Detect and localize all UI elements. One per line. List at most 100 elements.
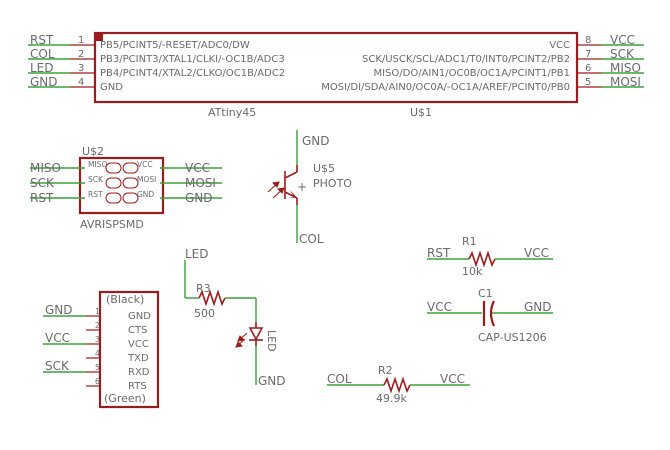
avrisp-part: U$2 MISO SCK RST VCC MOSI GND MISO SCK R… [30, 145, 222, 231]
r3-led-part: LED R3 500 LED GND [184, 247, 286, 388]
pin-number: 5 [585, 77, 591, 88]
pin-name: VCC [549, 40, 570, 51]
phototransistor-part: GND COL + U$5 PHOTO [267, 130, 352, 246]
attiny45-body [93, 31, 579, 104]
net-label: VCC [610, 33, 635, 47]
capacitor-curved-plate [489, 300, 496, 327]
c1-part: C1 VCC GND CAP-US1206 [427, 287, 553, 344]
led-diode-icon [248, 327, 264, 341]
pin-name: PB4/PCINT4/XTAL2/CLKO/OC1B/ADC2 [100, 68, 285, 79]
pin-number: 3 [78, 63, 84, 74]
pin-number: 6 [95, 377, 100, 386]
part-ref: U$5 [313, 162, 335, 175]
pin-name: MOSI/DI/SDA/AIN0/OC0A/-OC1A/AREF/PCINT0/… [321, 82, 570, 93]
attiny45-part: RST COL LED GND 1 2 3 4 PB5/PCINT5/-RESE… [28, 31, 644, 119]
avrisp-body [78, 156, 165, 215]
net-label: LED [30, 61, 54, 75]
pin-name: VCC [128, 339, 149, 350]
part-ref: U$1 [410, 106, 432, 119]
part-ref: C1 [478, 287, 493, 300]
net-label: MISO [30, 161, 61, 175]
net-label: RST [427, 246, 451, 260]
net-label: GND [45, 303, 73, 317]
attiny45-left-pins: RST COL LED GND 1 2 3 4 PB5/PCINT5/-RESE… [28, 33, 285, 93]
part-ref: R1 [462, 235, 477, 248]
net-label: GND [302, 134, 330, 148]
light-arrows-icon [267, 181, 285, 199]
pin-name: GND [128, 311, 151, 322]
net-label: MOSI [185, 176, 216, 190]
ftdi-bottom-label: (Green) [104, 392, 146, 405]
pin1-marker [95, 33, 103, 41]
pin-number: 4 [78, 77, 84, 88]
emitter-arrow-icon [288, 190, 297, 198]
part-ref: U$2 [82, 145, 104, 158]
part-value: PHOTO [313, 177, 352, 190]
net-label: GND [185, 191, 213, 205]
net-label: RST [30, 33, 54, 47]
pin-number: 3 [95, 335, 100, 344]
net-label: VCC [427, 300, 452, 314]
part-value: AVRISPSMD [80, 218, 144, 231]
r1-part: R1 RST VCC 10k [427, 235, 553, 278]
resistor-zigzag [468, 250, 496, 268]
pin-name: RTS [128, 381, 147, 392]
net-label: LED [185, 247, 209, 261]
net-label: SCK [45, 359, 70, 373]
ftdi-top-label: (Black) [106, 293, 144, 306]
net-label: VCC [440, 372, 465, 386]
net-label: VCC [185, 161, 210, 175]
pin-number: 2 [95, 321, 100, 330]
net-label: MOSI [610, 75, 641, 89]
attiny45-right-pins: VCC SCK MISO MOSI 8 7 6 5 VCC SCK/USCK/S… [321, 33, 644, 93]
pin-name: TXD [127, 353, 149, 364]
resistor-zigzag [198, 289, 226, 307]
pad-name: VCC [137, 160, 153, 169]
pin-number: 1 [95, 307, 100, 316]
pad-name: GND [137, 190, 154, 199]
net-label: VCC [45, 331, 70, 345]
net-label: COL [30, 47, 55, 61]
r2-part: R2 COL VCC 49.9k [327, 364, 470, 405]
part-value: CAP-US1206 [478, 331, 547, 344]
pin-name: PB5/PCINT5/-RESET/ADC0/DW [100, 40, 250, 51]
pin-name: CTS [128, 325, 147, 336]
led-label: LED [265, 330, 278, 352]
pad-name: RST [88, 190, 103, 199]
avrisp-pads [105, 162, 139, 204]
ftdi-pin-lines [43, 315, 100, 387]
net-label: VCC [524, 246, 549, 260]
pin-number: 7 [585, 49, 591, 60]
pin-number: 2 [78, 49, 84, 60]
part-ref: R2 [378, 364, 393, 377]
net-label: SCK [610, 47, 635, 61]
pin-number: 5 [95, 363, 100, 372]
net-label: SCK [30, 176, 55, 190]
net-label: COL [327, 372, 352, 386]
pin-number: 6 [585, 63, 591, 74]
pin-number: 1 [78, 35, 84, 46]
resistor-zigzag [383, 376, 411, 394]
net-label: RST [30, 191, 54, 205]
ftdi-header-body [98, 290, 160, 409]
net-label: MISO [610, 61, 641, 75]
net-label: GND [30, 75, 58, 89]
pin-name: GND [100, 82, 123, 93]
polarity-plus: + [297, 180, 307, 194]
pad-name: SCK [88, 175, 104, 184]
part-value: 49.9k [376, 392, 407, 405]
pad-name: MISO [88, 160, 107, 169]
part-value: ATtiny45 [208, 106, 256, 119]
part-value: 10k [462, 265, 483, 278]
net-label: COL [299, 232, 324, 246]
pin-name: MISO/DO/AIN1/OC0B/OC1A/PCINT1/PB1 [373, 68, 570, 79]
pin-number: 8 [585, 35, 591, 46]
net-label: GND [258, 374, 286, 388]
net-label: GND [524, 300, 552, 314]
light-arrows-icon [235, 332, 248, 348]
pin-name: PB3/PCINT3/XTAL1/CLKI/-OC1B/ADC3 [100, 54, 285, 65]
ftdi-header-part: (Black) (Green) 1 2 3 4 5 6 GND CTS VCC … [43, 290, 160, 409]
pin-name: SCK/USCK/SCL/ADC1/T0/INT0/PCINT2/PB2 [362, 54, 570, 65]
pin-name: RXD [128, 367, 150, 378]
